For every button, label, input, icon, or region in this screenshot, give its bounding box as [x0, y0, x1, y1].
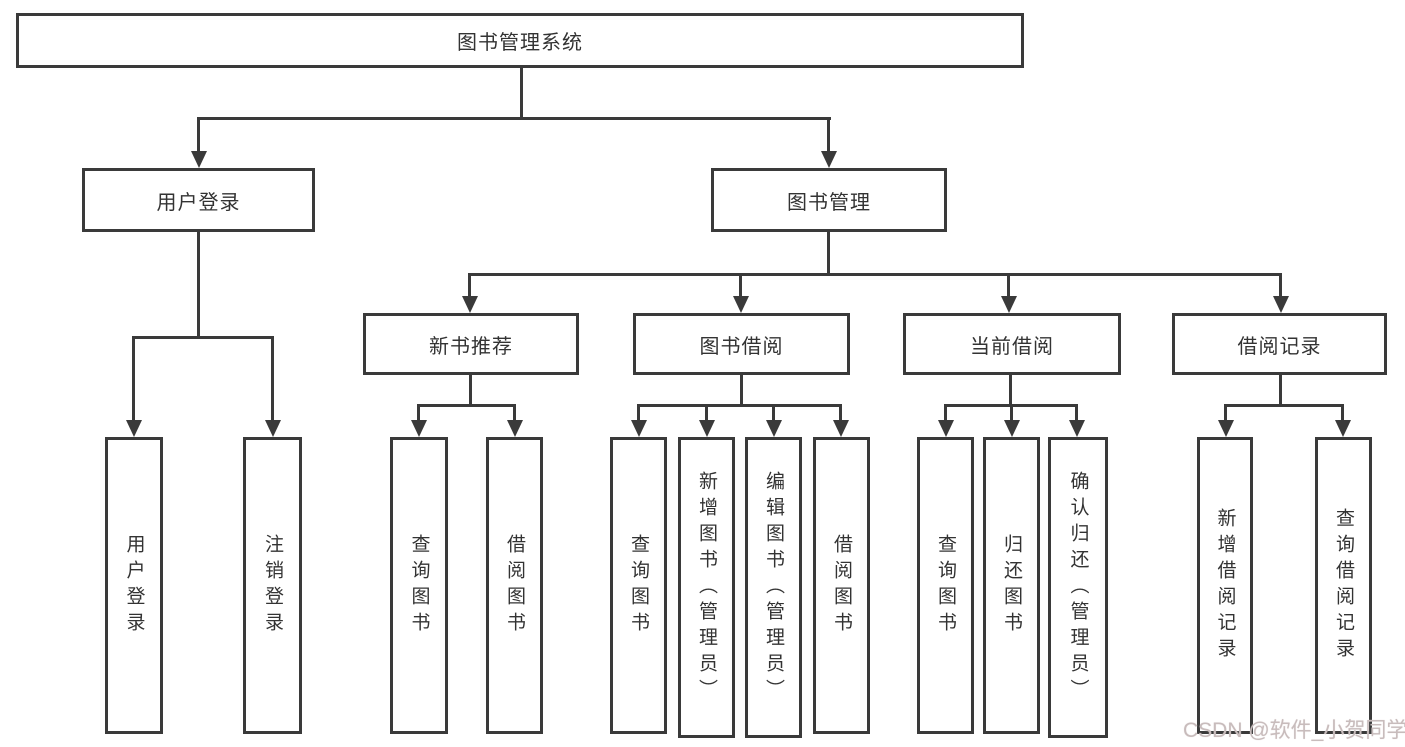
connector-nbr-query-drop: [417, 404, 420, 422]
arrow-to-leaf-logout: [265, 420, 281, 437]
connector-nbr-trunk: [469, 375, 472, 407]
leaf-cb-query-books: 查询图书: [917, 437, 974, 734]
node-book-borrowing: 图书借阅: [633, 313, 850, 375]
connector-br-trunk: [1279, 375, 1282, 407]
connector-book-mgmt-trunk: [827, 232, 830, 276]
leaf-bb-borrow-books: 借阅图书: [813, 437, 870, 734]
arrow-to-bb-edit: [766, 420, 782, 437]
node-borrowing-records: 借阅记录: [1172, 313, 1387, 375]
connector-book-borrow-drop: [739, 273, 742, 299]
connector-book-mgmt-drop: [827, 117, 830, 153]
connector-user-login-drop: [197, 117, 200, 153]
connector-bb-edit-drop: [772, 404, 775, 422]
connector-new-book-drop: [468, 273, 471, 299]
arrow-to-nbr-borrow: [507, 420, 523, 437]
leaf-br-query-record: 查询借阅记录: [1315, 437, 1372, 734]
node-user-login: 用户登录: [82, 168, 315, 232]
arrow-to-borrow-record: [1273, 296, 1289, 313]
arrow-to-current-borrow: [1001, 296, 1017, 313]
arrow-to-bb-add: [699, 420, 715, 437]
arrow-to-cb-query: [938, 420, 954, 437]
connector-br-add-drop: [1224, 404, 1227, 422]
leaf-nbr-borrow-books: 借阅图书: [486, 437, 543, 734]
connector-user-login-bus: [132, 336, 274, 339]
arrow-to-bb-query: [631, 420, 647, 437]
arrow-to-new-book-rec: [462, 296, 478, 313]
leaf-cb-return-books: 归还图书: [983, 437, 1040, 734]
connector-bb-bus: [637, 404, 842, 407]
leaf-bb-query-books: 查询图书: [610, 437, 667, 734]
connector-current-borrow-drop: [1007, 273, 1010, 299]
connector-bb-query-drop: [637, 404, 640, 422]
leaf-nbr-query-books: 查询图书: [390, 437, 448, 734]
leaf-br-add-record: 新增借阅记录: [1197, 437, 1253, 734]
connector-br-bus: [1224, 404, 1344, 407]
connector-nbr-borrow-drop: [513, 404, 516, 422]
arrow-to-br-add: [1218, 420, 1234, 437]
connector-level3-bus: [468, 273, 1282, 276]
connector-user-login-trunk: [197, 232, 200, 339]
connector-cb-confirm-drop: [1075, 404, 1078, 422]
arrow-to-user-login: [191, 151, 207, 168]
leaf-logout: 注销登录: [243, 437, 302, 734]
arrow-to-bb-borrow: [833, 420, 849, 437]
connector-cb-return-drop: [1010, 404, 1013, 422]
connector-root-trunk: [520, 68, 523, 120]
arrow-to-book-borrow: [733, 296, 749, 313]
connector-cb-trunk: [1009, 375, 1012, 407]
connector-borrow-record-drop: [1279, 273, 1282, 299]
node-current-borrowing: 当前借阅: [903, 313, 1121, 375]
connector-leaf-user-login-drop: [132, 336, 135, 422]
connector-leaf-logout-drop: [271, 336, 274, 422]
connector-br-query-drop: [1341, 404, 1344, 422]
connector-bb-add-drop: [705, 404, 708, 422]
connector-bb-trunk: [740, 375, 743, 407]
leaf-bb-edit-books-admin: 编辑图书（管理员）: [745, 437, 802, 738]
connector-nbr-bus: [417, 404, 516, 407]
node-library-management-system: 图书管理系统: [16, 13, 1024, 68]
arrow-to-book-mgmt: [821, 151, 837, 168]
arrow-to-cb-confirm: [1069, 420, 1085, 437]
leaf-bb-add-books-admin: 新增图书（管理员）: [678, 437, 735, 738]
connector-bb-borrow-drop: [839, 404, 842, 422]
arrow-to-cb-return: [1004, 420, 1020, 437]
arrow-to-leaf-user-login: [126, 420, 142, 437]
leaf-cb-confirm-return-admin: 确认归还（管理员）: [1048, 437, 1108, 738]
connector-level2-bus: [197, 117, 831, 120]
arrow-to-br-query: [1335, 420, 1351, 437]
arrow-to-nbr-query: [411, 420, 427, 437]
leaf-user-login: 用户登录: [105, 437, 163, 734]
csdn-watermark: CSDN @软件_小贺同学: [1183, 719, 1405, 742]
node-book-management: 图书管理: [711, 168, 947, 232]
connector-cb-query-drop: [944, 404, 947, 422]
node-new-book-recommend: 新书推荐: [363, 313, 579, 375]
